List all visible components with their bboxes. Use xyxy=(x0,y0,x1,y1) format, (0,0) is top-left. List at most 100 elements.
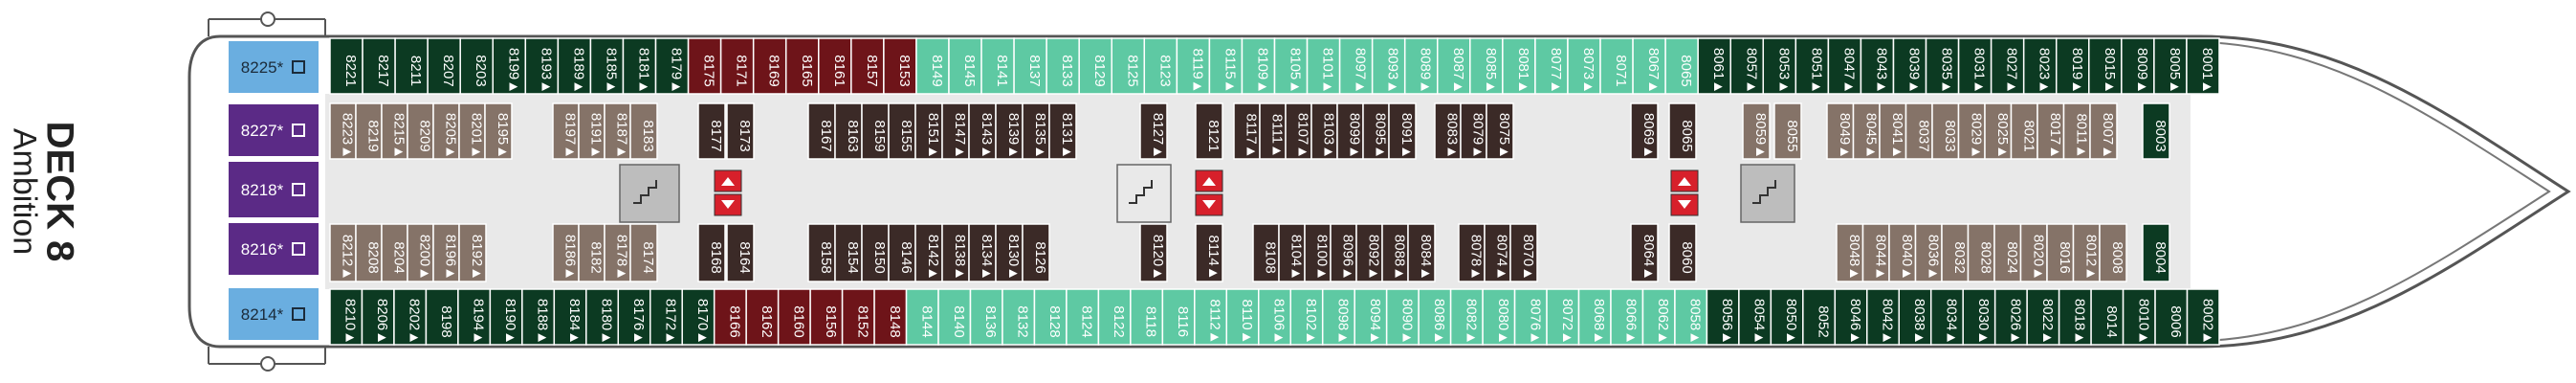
cabin-cell[interactable] xyxy=(2019,223,2048,282)
cabin-cell[interactable] xyxy=(873,288,908,346)
cabin-cell[interactable] xyxy=(1861,223,1890,282)
cabin-cell[interactable] xyxy=(1641,288,1676,346)
cabin-cell[interactable] xyxy=(995,102,1024,160)
cabin-cell[interactable] xyxy=(1941,223,1970,282)
cabin-cell[interactable] xyxy=(589,37,625,95)
cabin-cell[interactable] xyxy=(1278,223,1306,282)
cabin-cell[interactable] xyxy=(1371,37,1406,95)
cabin-cell[interactable] xyxy=(2186,37,2220,95)
cabin-cell[interactable] xyxy=(329,288,363,346)
cabin-cell[interactable] xyxy=(585,288,620,346)
cabin-cell[interactable] xyxy=(361,288,395,346)
cabin-cell[interactable] xyxy=(394,37,429,95)
cabin-cell[interactable] xyxy=(915,37,950,95)
cabin-cell[interactable] xyxy=(713,288,747,346)
cabin-cell[interactable] xyxy=(1990,37,2025,95)
cabin-cell[interactable] xyxy=(362,37,396,95)
cabin-cell[interactable] xyxy=(850,37,885,95)
cabin-cell[interactable] xyxy=(888,223,916,282)
cabin-cell[interactable] xyxy=(1130,288,1164,346)
cabin-cell[interactable] xyxy=(2088,37,2123,95)
cabin-cell[interactable] xyxy=(1437,37,1471,95)
cabin-cell[interactable] xyxy=(1888,223,1917,282)
cabin-cell[interactable] xyxy=(1195,223,1223,282)
cabin-cell[interactable] xyxy=(1013,37,1047,95)
cabin-cell[interactable] xyxy=(968,102,997,160)
cabin-cell[interactable] xyxy=(1610,288,1644,346)
cabin-cell[interactable] xyxy=(726,102,755,160)
cabin-cell[interactable] xyxy=(1738,288,1772,346)
cabin-cell[interactable] xyxy=(941,102,970,160)
cabin-cell[interactable] xyxy=(2099,223,2127,282)
cabin-cell[interactable] xyxy=(697,223,726,282)
cabin-cell[interactable] xyxy=(1836,223,1864,282)
cabin-cell[interactable] xyxy=(1794,37,1830,95)
cabin-cell[interactable] xyxy=(914,102,943,160)
cabin-cell[interactable] xyxy=(1241,37,1276,95)
cabin-cell[interactable] xyxy=(484,102,513,160)
cabin-cell[interactable] xyxy=(1852,102,1881,160)
cabin-cell[interactable] xyxy=(1866,288,1901,346)
cabin-cell[interactable] xyxy=(1252,223,1280,282)
cabin-cell[interactable] xyxy=(1381,223,1409,282)
cabin-cell[interactable] xyxy=(807,102,836,160)
cabin-cell[interactable] xyxy=(1273,37,1309,95)
cabin-cell[interactable] xyxy=(552,223,580,282)
cabin-cell[interactable] xyxy=(1306,37,1341,95)
cabin-cell[interactable] xyxy=(2122,288,2156,346)
cabin-cell[interactable] xyxy=(1048,102,1077,160)
cabin-cell[interactable] xyxy=(2142,223,2170,282)
cabin-cell[interactable] xyxy=(1509,223,1538,282)
cabin-cell[interactable] xyxy=(1577,288,1612,346)
cabin-cell[interactable] xyxy=(1802,288,1837,346)
cabin-cell[interactable] xyxy=(489,288,523,346)
cabin-cell[interactable] xyxy=(654,37,690,95)
cabin-cell[interactable] xyxy=(1388,102,1417,160)
cabin-cell[interactable] xyxy=(1259,102,1287,160)
cabin-cell[interactable] xyxy=(552,102,580,160)
cabin-cell[interactable] xyxy=(1385,288,1420,346)
cabin-cell[interactable] xyxy=(969,288,1003,346)
cabin-cell[interactable] xyxy=(1632,37,1666,95)
cabin-cell[interactable] xyxy=(1502,37,1536,95)
cabin-cell[interactable] xyxy=(393,288,428,346)
cabin-cell[interactable] xyxy=(2090,288,2125,346)
cabin-cell[interactable] xyxy=(745,288,780,346)
cabin-cell[interactable] xyxy=(1066,288,1100,346)
cabin-cell[interactable] xyxy=(883,37,917,95)
cabin-cell[interactable] xyxy=(1258,288,1291,346)
cabin-cell[interactable] xyxy=(1486,102,1514,160)
cabin-cell[interactable] xyxy=(524,37,560,95)
cabin-cell[interactable] xyxy=(995,223,1024,282)
cabin-cell[interactable] xyxy=(914,223,943,282)
cabin-cell[interactable] xyxy=(1304,223,1332,282)
cabin-cell[interactable] xyxy=(1599,37,1634,95)
cabin-cell[interactable] xyxy=(629,223,658,282)
cabin-cell[interactable] xyxy=(1762,37,1797,95)
cabin-cell[interactable] xyxy=(888,102,916,160)
cabin-cell[interactable] xyxy=(719,37,755,95)
cabin-cell[interactable] xyxy=(1773,102,1802,160)
cabin-cell[interactable] xyxy=(2154,288,2189,346)
cabin-cell[interactable] xyxy=(432,223,460,282)
cabin-cell[interactable] xyxy=(1403,37,1439,95)
cabin-cell[interactable] xyxy=(1194,288,1228,346)
cabin-cell[interactable] xyxy=(784,37,820,95)
cabin-cell[interactable] xyxy=(1630,102,1659,160)
cabin-cell[interactable] xyxy=(1362,102,1390,160)
cabin-cell[interactable] xyxy=(2046,223,2075,282)
cabin-cell[interactable] xyxy=(1892,37,1927,95)
cabin-cell[interactable] xyxy=(1046,37,1080,95)
cabin-cell[interactable] xyxy=(1097,288,1132,346)
cabin-cell[interactable] xyxy=(604,102,631,160)
cabin-cell[interactable] xyxy=(1668,102,1697,160)
cabin-cell[interactable] xyxy=(1957,102,1986,160)
cabin-cell[interactable] xyxy=(2022,37,2058,95)
cabin-cell[interactable] xyxy=(622,37,657,95)
cabin-cell[interactable] xyxy=(2072,223,2101,282)
cabin-cell[interactable] xyxy=(1336,102,1364,160)
cabin-cell[interactable] xyxy=(818,37,852,95)
cabin-cell[interactable] xyxy=(1285,102,1312,160)
cabin-cell[interactable] xyxy=(1860,37,1895,95)
cabin-cell[interactable] xyxy=(492,37,527,95)
